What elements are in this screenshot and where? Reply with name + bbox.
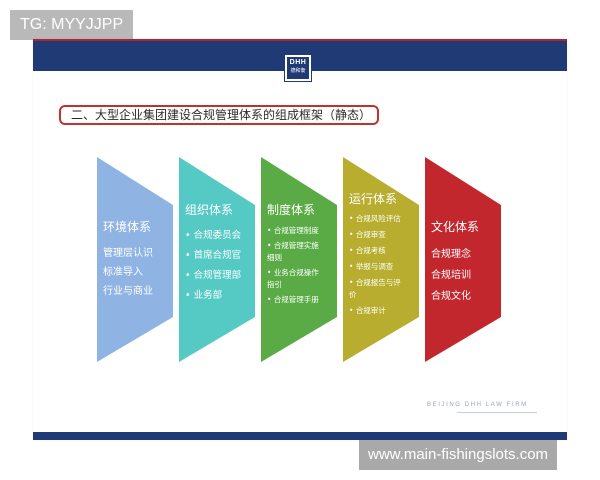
dhh-logo: DHH 德和衡 [285,55,311,81]
column-content: 文化体系 合规理念 合规培训 合规文化 [431,219,497,307]
chevron-shape [425,157,501,362]
column-items: • 合规风险评估 • 合规审查 • 合规考核 • 举报与调查 • 合规报告与评价… [349,213,415,317]
chevron-shape [261,157,337,362]
column-item: • 首席合规官 [185,246,251,266]
column-operation: 运行体系 • 合规风险评估 • 合规审查 • 合规考核 • 举报与调查 • 合规… [343,157,419,362]
column-item: • 业务部 [185,286,251,306]
column-title: 制度体系 [267,203,316,217]
bullet: • [349,214,356,223]
watermark-bottom: www.main-fishingslots.com [359,440,558,470]
column-item: • 合规委员会 [185,226,251,246]
bullet: • [185,230,194,241]
bullet: • [267,268,274,277]
column-item: • 合规管理部 [185,266,251,286]
column-organization: 组织体系 • 合规委员会 • 首席合规官 • 合规管理部 • 业务部 [179,157,255,362]
footer-divider [457,412,537,413]
column-items: • 合规管理制度 • 合规管理实施细则 • 业务合规操作指引 • 合规管理手册 [267,225,333,306]
item-text: 合规管理手册 [273,295,319,304]
column-content: 组织体系 • 合规委员会 • 首席合规官 • 合规管理部 • 业务部 [185,202,251,306]
item-text: 合规风险评估 [355,214,401,223]
bullet: • [349,278,356,287]
column-items: • 合规委员会 • 首席合规官 • 合规管理部 • 业务部 [185,226,251,306]
slide-title-box: 二、大型企业集团建设合规管理体系的组成框架（静态） [59,105,379,125]
column-items: 管理层认识 标准导入 行业与商业 [103,244,169,301]
column-content: 运行体系 • 合规风险评估 • 合规审查 • 合规考核 • 举报与调查 • 合规… [349,191,415,317]
item-text: 首席合规官 [193,250,242,261]
slide-title: 二、大型企业集团建设合规管理体系的组成框架（静态） [71,108,372,122]
item-text: 合规审计 [355,306,386,315]
column-title: 文化体系 [431,220,480,234]
item-text: 合规管理部 [193,270,242,281]
column-items: 合规理念 合规培训 合规文化 [431,244,497,307]
slide: DHH 德和衡 二、大型企业集团建设合规管理体系的组成框架（静态） 环境体系 管… [33,39,567,440]
column-item: 合规培训 [431,270,471,281]
bullet: • [349,306,356,315]
chevron-shape [343,157,419,362]
bullet: • [349,246,356,255]
firm-footer: BEIJING DHH LAW FIRM [427,402,528,408]
item-text: 合规委员会 [193,230,242,241]
logo-text-bottom: 德和衡 [290,68,306,74]
bullet: • [267,241,274,250]
column-content: 制度体系 • 合规管理制度 • 合规管理实施细则 • 业务合规操作指引 • 合规… [267,202,333,306]
item-text: 合规报告与评价 [349,278,401,299]
column-title: 运行体系 [349,192,398,206]
item-text: 合规管理制度 [273,226,319,235]
column-culture: 文化体系 合规理念 合规培训 合规文化 [425,157,501,362]
bullet: • [185,250,194,261]
item-text: 业务部 [193,290,223,301]
column-item: • 合规审查 [349,229,415,241]
column-item: • 业务合规操作指引 [267,267,321,291]
column-item: • 举报与调查 [349,261,415,273]
bullet: • [349,262,356,271]
column-content: 环境体系 管理层认识 标准导入 行业与商业 [103,219,169,301]
item-text: 合规管理实施细则 [267,241,319,262]
bullet: • [267,226,274,235]
column-item: 标准导入 [103,267,143,278]
column-system: 制度体系 • 合规管理制度 • 合规管理实施细则 • 业务合规操作指引 • 合规… [261,157,337,362]
slide-footer-band [33,432,567,440]
item-text: 合规审查 [355,230,386,239]
column-title: 组织体系 [185,203,234,217]
item-text: 合规考核 [355,246,386,255]
watermark-top: TG: MYYJJPP [10,10,134,40]
column-item: • 合规管理制度 [267,225,333,237]
column-item: • 合规管理手册 [267,294,333,306]
item-text: 举报与调查 [355,262,394,271]
column-item: • 合规管理实施细则 [267,240,321,264]
logo-text-top: DHH [289,59,307,66]
column-item: 行业与商业 [103,286,153,297]
column-item: 合规理念 [431,249,471,260]
bullet: • [349,230,356,239]
column-item: • 合规报告与评价 [349,277,405,301]
column-title: 环境体系 [103,220,152,234]
column-item: 管理层认识 [103,248,153,259]
bullet: • [185,290,194,301]
item-text: 业务合规操作指引 [267,268,319,289]
bullet: • [185,270,194,281]
column-environment: 环境体系 管理层认识 标准导入 行业与商业 [97,157,173,362]
column-item: 合规文化 [431,291,471,302]
column-item: • 合规审计 [349,305,415,317]
chevron-shape [179,157,255,362]
column-item: • 合规风险评估 [349,213,415,225]
bullet: • [267,295,274,304]
chevron-shape [97,157,173,362]
column-item: • 合规考核 [349,245,415,257]
